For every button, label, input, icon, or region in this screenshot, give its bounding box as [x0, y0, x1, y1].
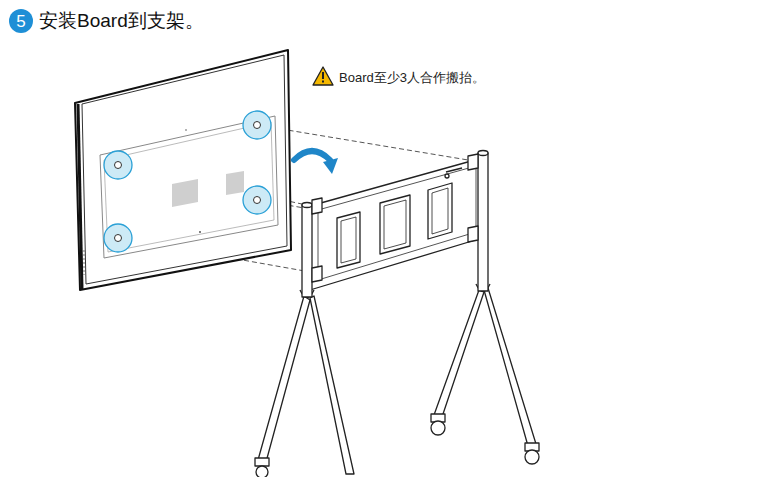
- stand: [255, 151, 539, 477]
- board: [75, 50, 291, 290]
- step-number: 5: [9, 9, 33, 33]
- step-number-text: 5: [16, 13, 25, 30]
- warning-icon: [313, 67, 333, 85]
- step-title: 安装Board到支架。: [39, 8, 204, 34]
- rotate-arrow: [294, 151, 338, 174]
- warning-note: Board至少3人合作搬抬。: [339, 69, 485, 87]
